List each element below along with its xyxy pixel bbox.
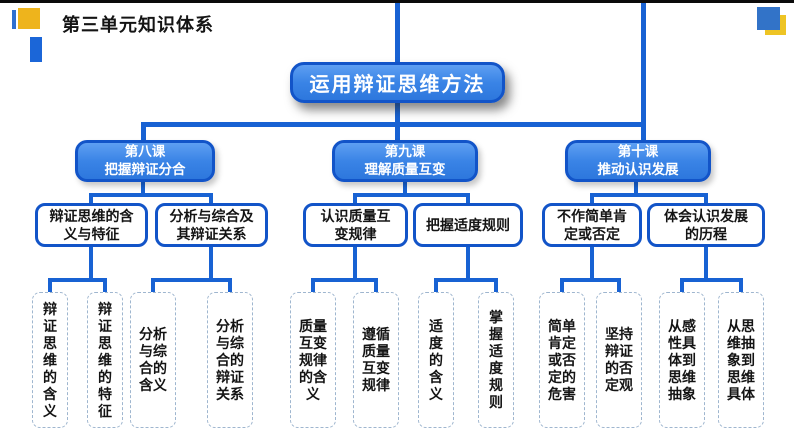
connector-hbar (151, 278, 232, 282)
topic-node: 体会认识发展的历程 (647, 203, 765, 247)
course-subtitle: 推动认识发展 (597, 162, 679, 177)
connector-drop (466, 193, 470, 206)
topic-label: 辩证思维的含义与特征 (49, 208, 134, 242)
topic-label: 认识质量互变规律 (320, 208, 391, 242)
connector-stub (704, 246, 708, 282)
connector-hbar (89, 193, 213, 197)
topic-node: 不作简单肯定或否定 (542, 203, 642, 247)
detail-node: 辩证思维的特征 (87, 292, 123, 428)
connector-drop (434, 278, 438, 292)
detail-node: 分析与综合的辩证关系 (207, 292, 253, 428)
detail-node: 分析与综合的含义 (130, 292, 176, 428)
detail-node: 质量互变规律的含义 (290, 292, 336, 428)
detail-node: 从感性具体到思维抽象 (659, 292, 705, 428)
connector-hbar (353, 193, 470, 197)
topic-label: 不作简单肯定或否定 (557, 208, 627, 242)
topic-node: 辩证思维的含义与特征 (35, 203, 148, 247)
course-title: 第十课 (617, 144, 659, 159)
connector-drop (48, 278, 52, 292)
deco-blue-bar-icon (12, 10, 16, 29)
detail-label: 坚持辩证的否定观 (605, 326, 633, 393)
deco-blue-square-icon (30, 37, 42, 62)
connector-hbar (48, 278, 107, 282)
topic-node: 把握适度规则 (413, 203, 523, 247)
connector-drop (560, 278, 564, 292)
detail-node: 坚持辩证的否定观 (596, 292, 642, 428)
connector-drop (680, 278, 684, 292)
detail-label: 质量互变规律的含义 (299, 317, 327, 402)
detail-label: 分析与综合的含义 (139, 326, 167, 393)
connector-drop (374, 278, 378, 292)
connector-drop (311, 278, 315, 292)
detail-label: 从思维抽象到思维具体 (727, 317, 755, 402)
deco-blue-square-right-icon (757, 7, 780, 30)
topic-label: 把握适度规则 (426, 217, 510, 233)
connector-drop (590, 193, 594, 206)
connector-drop (617, 278, 621, 292)
top-black-strip (0, 0, 794, 3)
connector-hbar (590, 193, 708, 197)
detail-node: 从思维抽象到思维具体 (718, 292, 764, 428)
connector-stub (209, 246, 213, 282)
course-subtitle: 理解质量互变 (364, 162, 446, 177)
detail-label: 掌握适度规则 (489, 309, 503, 410)
detail-node: 适度的含义 (418, 292, 454, 428)
connector-drop (103, 278, 107, 292)
connector-level1-hbar (143, 122, 646, 127)
page-title: 第三单元知识体系 (62, 15, 214, 35)
detail-node: 简单肯定或否定的危害 (539, 292, 585, 428)
connector-stub (466, 246, 470, 282)
course-node-lesson9: 第九课 理解质量互变 (332, 140, 478, 182)
course-title: 第八课 (124, 144, 166, 159)
connector-trunk-right (641, 3, 646, 142)
detail-label: 适度的含义 (429, 317, 443, 402)
connector-stub (590, 246, 594, 282)
course-node-lesson8: 第八课 把握辩证分合 (75, 140, 215, 182)
connector-level1-left-drop (141, 122, 146, 142)
detail-node: 辩证思维的含义 (32, 292, 68, 428)
connector-stub (141, 181, 145, 197)
connector-drop (89, 193, 93, 206)
detail-label: 辩证思维的特征 (98, 300, 112, 419)
connector-drop (228, 278, 232, 292)
detail-label: 简单肯定或否定的危害 (548, 317, 576, 402)
connector-drop (151, 278, 155, 292)
detail-label: 遵循质量互变规律 (362, 326, 390, 393)
topic-node: 分析与综合及其辩证关系 (155, 203, 268, 247)
detail-label: 辩证思维的含义 (43, 300, 57, 419)
topic-label: 分析与综合及其辩证关系 (169, 208, 254, 242)
course-subtitle: 把握辩证分合 (104, 162, 186, 177)
connector-stub (353, 246, 357, 282)
connector-drop (704, 193, 708, 206)
connector-drop (353, 193, 357, 206)
root-node: 运用辩证思维方法 (290, 62, 505, 103)
root-node-label: 运用辩证思维方法 (309, 74, 486, 96)
connector-drop (739, 278, 743, 292)
detail-label: 从感性具体到思维抽象 (668, 317, 696, 402)
connector-hbar (311, 278, 378, 282)
connector-hbar (434, 278, 498, 282)
detail-node: 掌握适度规则 (478, 292, 514, 428)
connector-stub (403, 181, 407, 197)
course-title: 第九课 (384, 144, 426, 159)
connector-stub (89, 246, 93, 282)
topic-node: 认识质量互变规律 (303, 203, 408, 247)
connector-hbar (560, 278, 621, 282)
connector-drop (494, 278, 498, 292)
detail-node: 遵循质量互变规律 (353, 292, 399, 428)
deco-yellow-square-icon (18, 8, 40, 29)
detail-label: 分析与综合的辩证关系 (216, 317, 244, 402)
connector-stub (634, 181, 638, 197)
connector-hbar (680, 278, 743, 282)
course-node-lesson10: 第十课 推动认识发展 (565, 140, 711, 182)
topic-label: 体会认识发展的历程 (664, 208, 748, 242)
connector-drop (209, 193, 213, 206)
